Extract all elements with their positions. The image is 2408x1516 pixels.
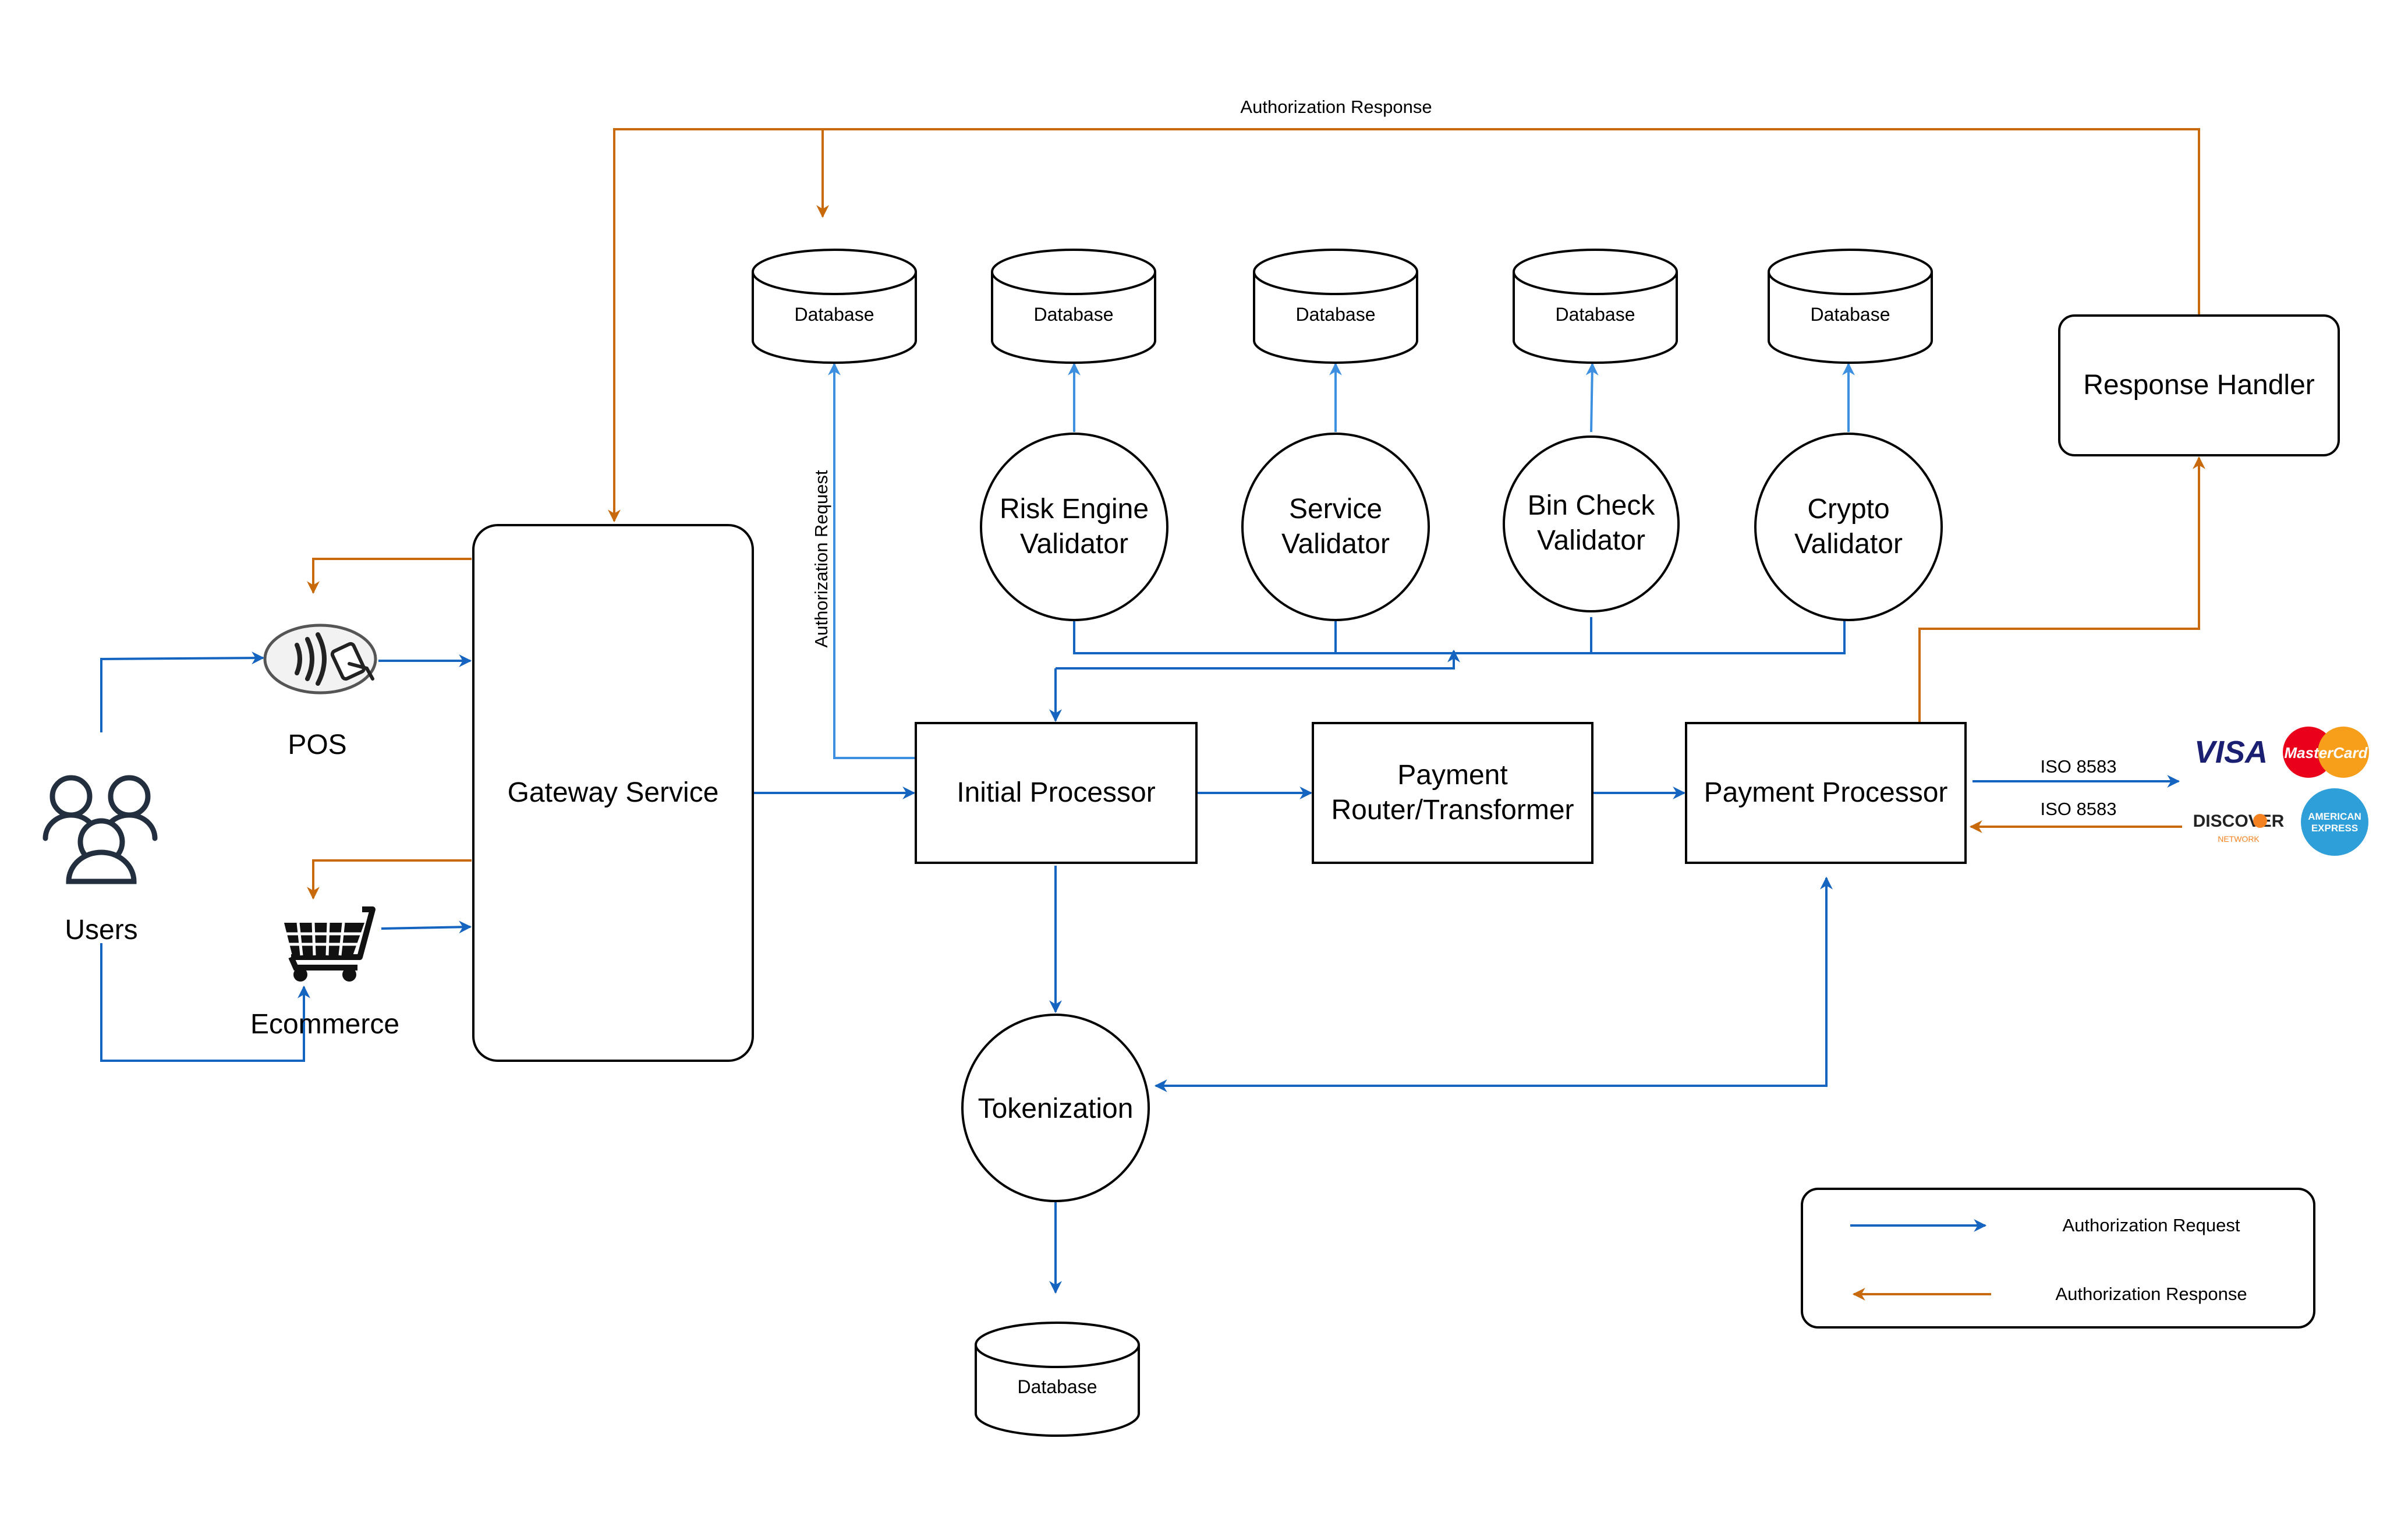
shopping-cart-icon — [284, 906, 376, 982]
payment-processor-label: Payment Processor — [1704, 777, 1948, 808]
crypto-label-1: Crypto — [1807, 494, 1889, 525]
payment-router-label-2: Router/Transformer — [1332, 795, 1574, 826]
database-bincheck-label: Database — [1556, 304, 1635, 325]
ecommerce-label: Ecommerce — [250, 1009, 399, 1040]
svg-text:NETWORK: NETWORK — [2218, 834, 2260, 844]
label-iso-in: ISO 8583 — [2041, 799, 2117, 819]
edge-ecommerce-to-gateway — [381, 920, 472, 934]
payment-router-label-1: Payment — [1397, 760, 1507, 791]
edge-users-to-pos — [100, 651, 265, 732]
bin-check-validator — [1503, 435, 1680, 612]
gateway-label: Gateway Service — [508, 777, 719, 808]
database-1 — [752, 249, 917, 364]
edge-gateway-to-pos — [307, 558, 472, 594]
svg-text:MasterCard: MasterCard — [2284, 744, 2368, 761]
risk-label-2: Validator — [1020, 529, 1128, 559]
edge-tokenization-processor — [1160, 876, 1833, 1087]
database-risk — [991, 249, 1156, 364]
database-service-label: Database — [1296, 304, 1376, 325]
validator-circles — [961, 433, 1943, 1202]
users-label: Users — [65, 915, 137, 945]
legend: Authorization Request Authorization Resp… — [1801, 1188, 2315, 1329]
risk-label-1: Risk Engine — [1000, 494, 1149, 525]
initial-processor-box — [915, 722, 1198, 864]
svg-text:EXPRESS: EXPRESS — [2311, 823, 2358, 834]
risk-engine-validator — [980, 433, 1168, 621]
tokenization-label: Tokenization — [978, 1093, 1134, 1124]
label-auth-response-top: Authorization Response — [1240, 97, 1432, 117]
bin-label-2: Validator — [1537, 525, 1645, 556]
discover-logo: DISCOVER NETWORK — [2193, 812, 2285, 844]
response-handler-label: Response Handler — [2083, 370, 2315, 401]
service-label-2: Validator — [1281, 529, 1390, 559]
svg-text:AMERICAN: AMERICAN — [2308, 811, 2361, 822]
service-validator — [1241, 433, 1430, 621]
edge-bus-to-initial — [1056, 653, 1455, 670]
response-handler-box — [2058, 314, 2340, 456]
database-cylinders — [752, 249, 1933, 1437]
edge-initial-to-db-1 — [828, 362, 916, 759]
amex-logo: AMERICAN EXPRESS — [2301, 788, 2368, 856]
legend-request-label: Authorization Request — [2062, 1215, 2240, 1235]
database-tokenization-label: Database — [1018, 1376, 1097, 1397]
users-icon — [43, 775, 158, 884]
database-risk-label: Database — [1034, 304, 1114, 325]
payment-router-box — [1312, 722, 1593, 864]
pos-label: POS — [288, 729, 346, 760]
database-crypto-label: Database — [1811, 304, 1890, 325]
pos-icon — [263, 624, 377, 695]
edge-bincheck-to-db — [1585, 362, 1599, 433]
validator-bus — [1073, 620, 1846, 654]
label-auth-request-vertical: Authorization Request — [811, 470, 831, 647]
card-network-logos: VISA MasterCard DISCOVER NETWORK AMERICA… — [2193, 727, 2369, 856]
database-service — [1253, 249, 1418, 364]
tokenization-node — [961, 1014, 1150, 1202]
bin-label-1: Bin Check — [1528, 490, 1656, 521]
mastercard-logo: MasterCard — [2283, 727, 2369, 778]
edge-processor-to-response-handler — [1918, 456, 2205, 723]
db-request-edges — [828, 362, 1855, 759]
svg-text:VISA: VISA — [2194, 735, 2268, 770]
database-crypto — [1768, 249, 1933, 364]
crypto-validator — [1754, 433, 1943, 621]
response-edges — [307, 128, 2205, 1301]
database-1-label: Database — [795, 304, 874, 325]
initial-processor-label: Initial Processor — [957, 777, 1155, 808]
crypto-label-2: Validator — [1794, 529, 1903, 559]
payment-processor-box — [1685, 722, 1967, 864]
edge-gateway-to-ecommerce — [307, 859, 472, 900]
database-tokenization — [975, 1322, 1140, 1437]
edge-users-to-ecommerce — [100, 943, 310, 1062]
database-bincheck — [1513, 249, 1678, 364]
visa-logo: VISA — [2194, 735, 2268, 770]
process-boxes — [472, 314, 2340, 1062]
request-edges — [100, 617, 2180, 1294]
svg-text:DISCOVER: DISCOVER — [2193, 812, 2285, 831]
legend-box — [1801, 1188, 2315, 1329]
label-iso-out: ISO 8583 — [2041, 756, 2117, 777]
edge-response-handler-to-gateway — [608, 128, 2200, 523]
gateway-service-box — [472, 524, 754, 1062]
service-label-1: Service — [1289, 494, 1382, 525]
legend-response-label: Authorization Response — [2055, 1284, 2247, 1304]
